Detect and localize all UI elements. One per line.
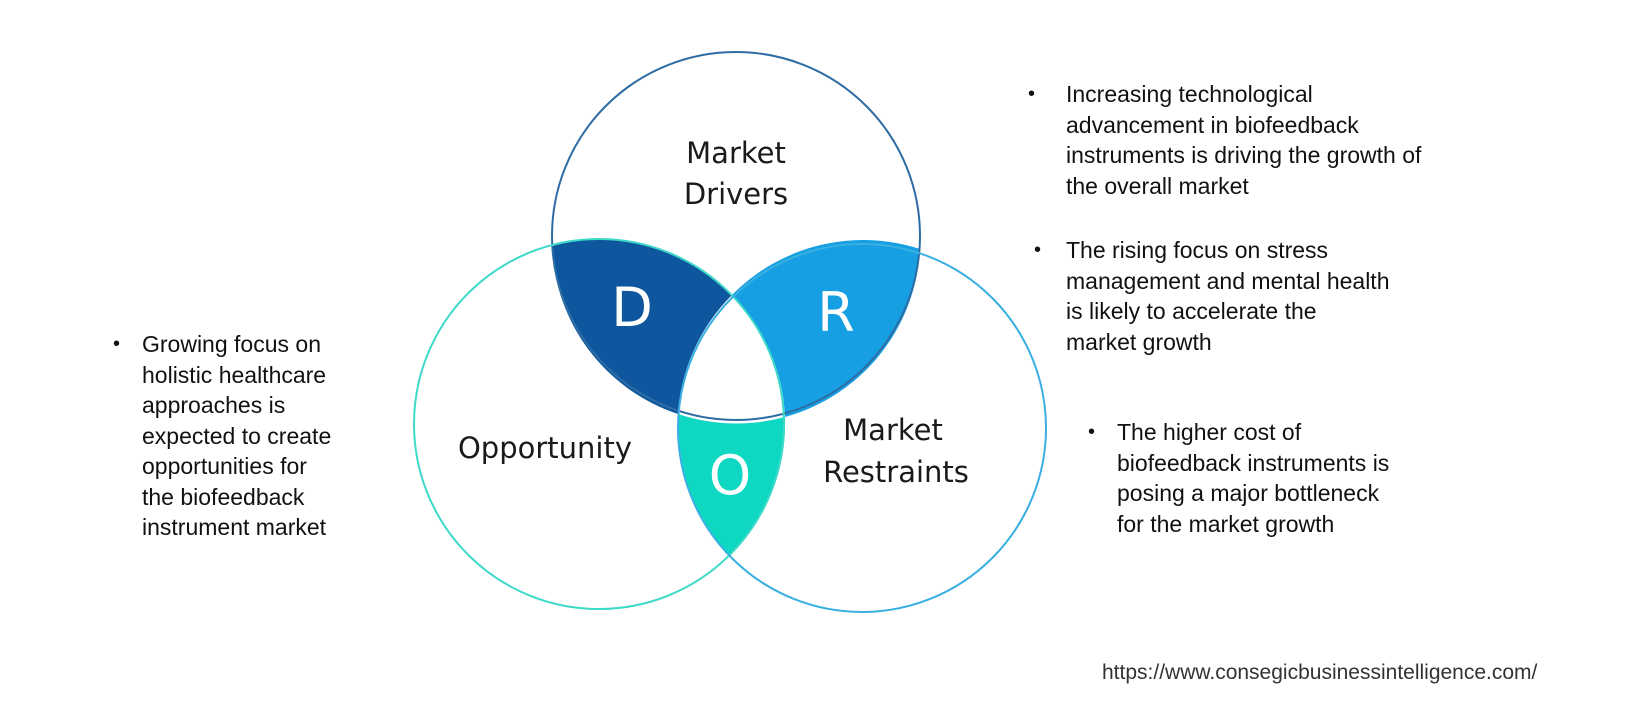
note-line: holistic healthcare: [142, 361, 327, 388]
bullet-dot: •: [1088, 421, 1096, 443]
note-line: instruments is driving the growth of: [1066, 142, 1422, 168]
bullet-dot: •: [1034, 239, 1042, 261]
drivers-letter-d: D: [611, 276, 653, 339]
restraints-note-text: The higher cost of biofeedback instrumen…: [1117, 417, 1488, 539]
note-line: for the market growth: [1117, 510, 1335, 537]
opportunity-note-text: Growing focus on holistic healthcare app…: [142, 329, 413, 543]
note-line: market growth: [1066, 328, 1212, 355]
note-line: instrument market: [142, 514, 327, 540]
drivers-note-1-text: Increasing technological advancement in …: [1066, 79, 1528, 201]
opportunity-note: • Growing focus on holistic healthcare a…: [113, 329, 413, 543]
opportunity-label: Opportunity: [458, 431, 632, 465]
note-line: Increasing technological: [1066, 81, 1313, 107]
market-restraints-label-line1: Market: [843, 413, 943, 447]
market-drivers-label-line1: Market: [686, 136, 786, 170]
market-drivers-label-line2: Drivers: [684, 177, 788, 211]
note-line: the biofeedback: [142, 483, 305, 510]
opportunity-letter-o: O: [709, 444, 752, 507]
bullet-dot: •: [113, 333, 121, 355]
market-drivers-circle: [551, 51, 921, 421]
note-line: biofeedback instruments is: [1117, 449, 1390, 476]
note-line: is likely to accelerate the: [1066, 298, 1317, 324]
note-line: expected to create: [142, 422, 332, 449]
note-line: The higher cost of: [1117, 419, 1302, 445]
overlap-opportunity-restraints: [677, 414, 786, 556]
drivers-note-2: • The rising focus on stress management …: [1034, 235, 1484, 357]
note-line: approaches is: [142, 392, 286, 418]
note-line: advancement in biofeedback: [1066, 111, 1359, 138]
market-restraints-label-line2: Restraints: [823, 455, 969, 489]
overlap-drivers-opportunity: [552, 239, 732, 414]
note-line: the overall market: [1066, 172, 1249, 199]
source-url: https://www.consegicbusinessintelligence…: [1102, 661, 1538, 684]
note-line: opportunities for: [142, 453, 307, 479]
overlap-drivers-restraints: [732, 240, 920, 417]
note-line: posing a major bottleneck: [1117, 480, 1380, 506]
drivers-note-1: • Increasing technological advancement i…: [1028, 79, 1528, 201]
market-restraints-circle: [677, 243, 1047, 613]
opportunity-circle: [413, 238, 785, 610]
drivers-note-2-text: The rising focus on stress management an…: [1066, 235, 1484, 357]
note-line: Growing focus on: [142, 331, 321, 357]
restraints-letter-r: R: [817, 281, 855, 344]
restraints-note: • The higher cost of biofeedback instrum…: [1088, 417, 1488, 539]
note-line: The rising focus on stress: [1066, 237, 1329, 263]
bullet-dot: •: [1028, 83, 1036, 105]
note-line: management and mental health: [1066, 267, 1390, 294]
